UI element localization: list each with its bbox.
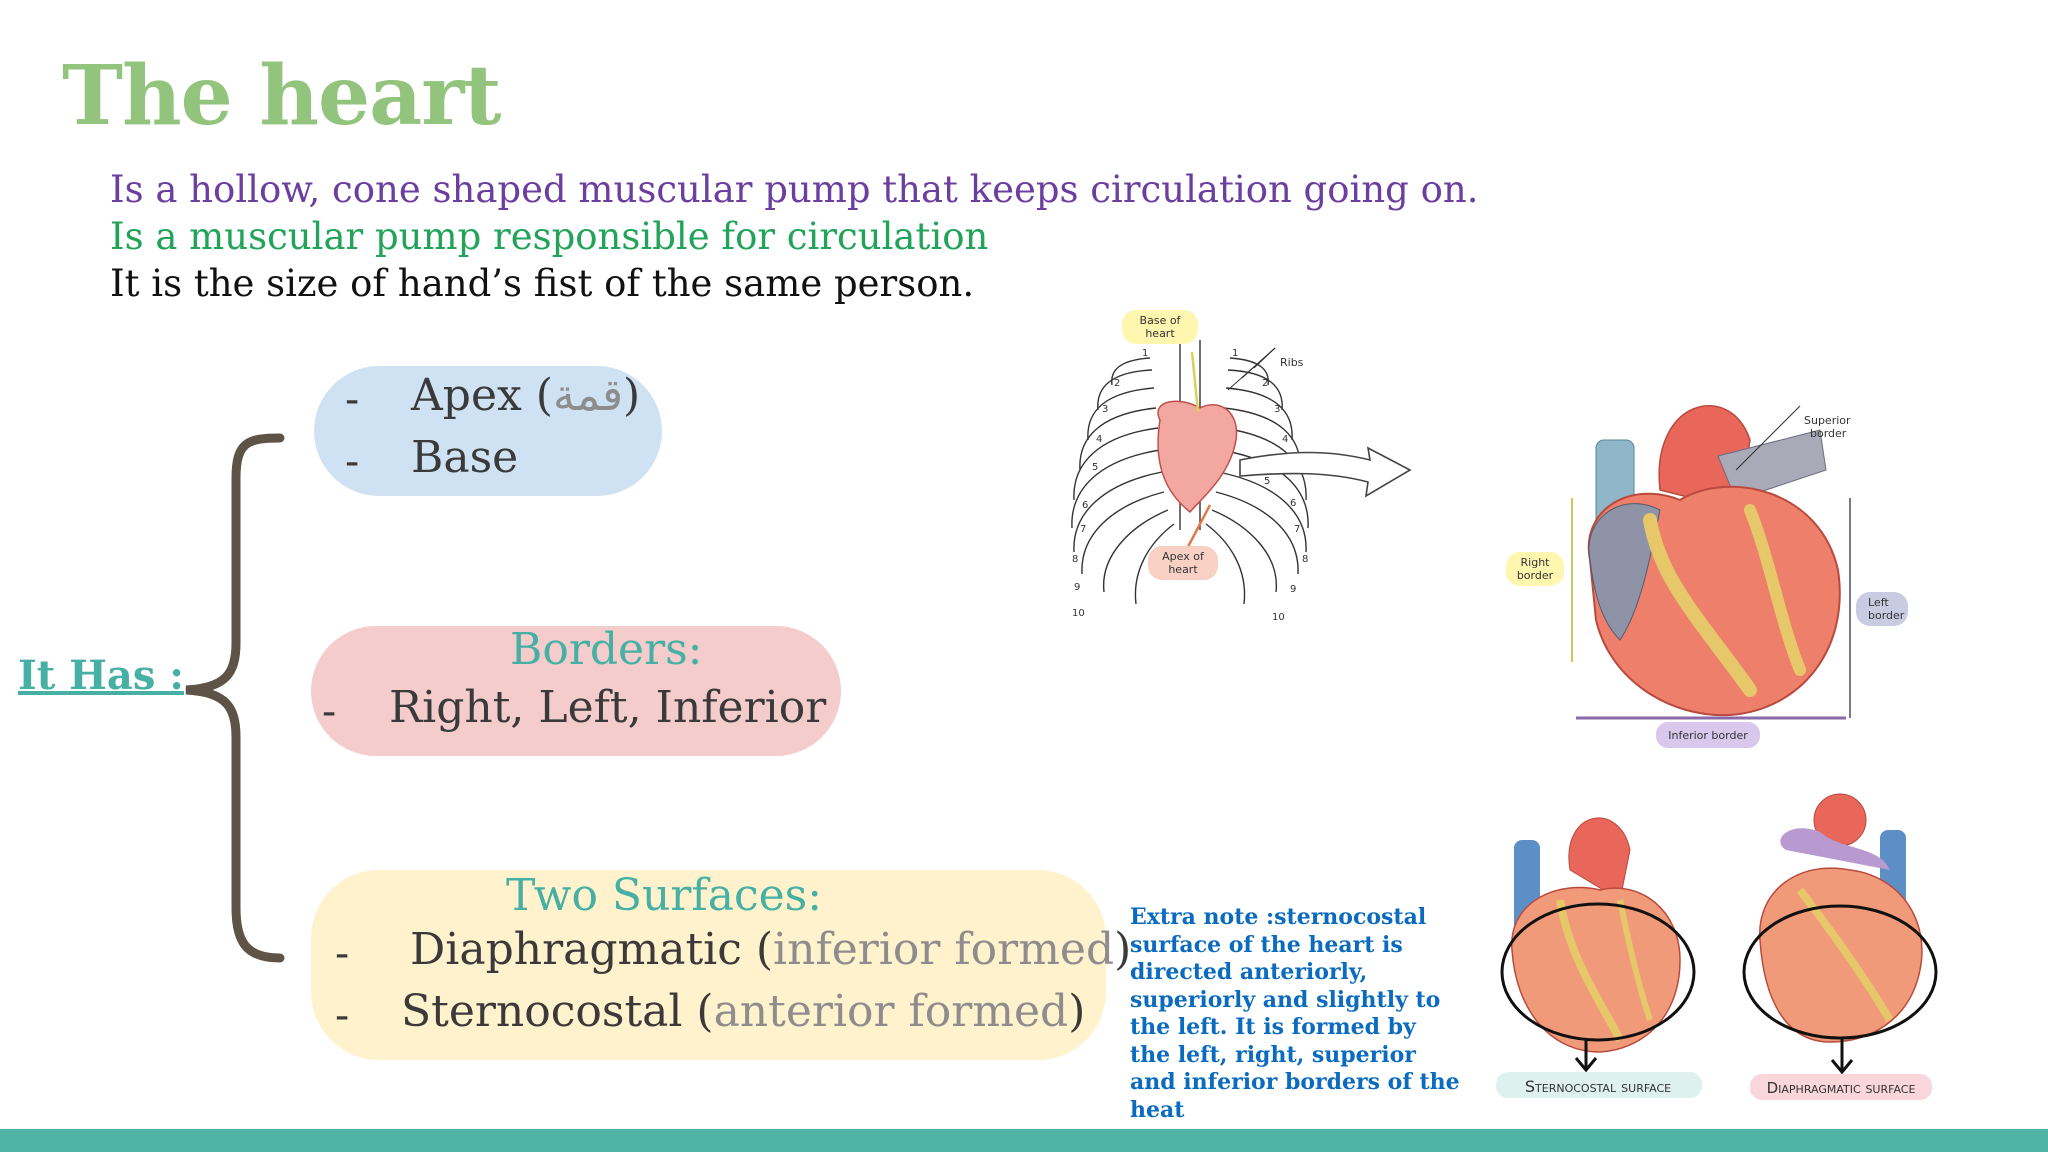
- diaphragmatic-note: inferior formed: [773, 924, 1115, 975]
- borders-dash: -: [322, 686, 337, 735]
- page-title: The heart: [62, 48, 501, 144]
- intro-line-size: It is the size of hand’s fist of the sam…: [110, 262, 975, 305]
- borders-heading: Borders:: [510, 624, 703, 675]
- apex-text: Apex (: [411, 370, 553, 421]
- intro-line-definition: Is a hollow, cone shaped muscular pump t…: [110, 168, 1479, 211]
- apex-item: Apex (قمة): [411, 370, 640, 421]
- rib-number: 8: [1302, 554, 1308, 565]
- left-border-label-2: border: [1868, 609, 1905, 622]
- rib-number: 4: [1282, 434, 1288, 445]
- inferior-border-label: Inferior border: [1668, 729, 1748, 742]
- sternocostal-dash: -: [335, 990, 350, 1039]
- sternocostal-item: Sternocostal (anterior formed): [401, 986, 1085, 1037]
- apex-base-pill: [314, 366, 662, 496]
- rib-number: 4: [1096, 434, 1102, 445]
- rib-number: 9: [1074, 582, 1080, 593]
- right-border-label-1: Right: [1521, 556, 1551, 569]
- apex-arabic-text: قمة: [552, 370, 624, 421]
- intro-line-function: Is a muscular pump responsible for circu…: [110, 215, 989, 258]
- rib-number: 3: [1274, 404, 1280, 415]
- sternocostal-surface-figure: Sternocostal surface: [1496, 817, 1702, 1098]
- bottom-accent-bar: [0, 1129, 2048, 1152]
- sternocostal-surface-label: Sternocostal surface: [1525, 1077, 1671, 1096]
- diaphragmatic-dash: -: [335, 928, 350, 977]
- diaphragmatic-item: Diaphragmatic (inferior formed): [410, 924, 1131, 975]
- right-border-label-2: border: [1517, 569, 1554, 582]
- rib-number: 10: [1072, 608, 1085, 619]
- sternocostal-text: Sternocostal (: [401, 986, 714, 1037]
- rib-number: 7: [1294, 524, 1300, 535]
- base-dash: -: [345, 436, 360, 485]
- rib-number: 7: [1080, 524, 1086, 535]
- apex-dash: -: [345, 374, 360, 423]
- rib-number: 5: [1264, 476, 1270, 487]
- surfaces-heading: Two Surfaces:: [506, 870, 823, 921]
- rib-number: 9: [1290, 584, 1296, 595]
- base-of-heart-label-2: heart: [1145, 327, 1175, 340]
- sternocostal-note: anterior formed: [713, 986, 1069, 1037]
- ribcage-heart-figure: Base of heart Ribs Apex of heart 1 1 2 2…: [1071, 310, 1412, 623]
- surfaces-pill: [311, 870, 1106, 1060]
- curly-brace-icon: [185, 433, 285, 963]
- it-has-label: It Has :: [18, 652, 185, 699]
- apex-of-heart-label-2: heart: [1168, 563, 1198, 576]
- rib-number: 1: [1142, 348, 1148, 359]
- base-item: Base: [411, 432, 519, 483]
- rib-number: 5: [1092, 462, 1098, 473]
- rib-number: 10: [1272, 612, 1285, 623]
- heart-borders-figure: Superior border Right border Left border…: [1506, 404, 1908, 748]
- apex-close-paren: ): [623, 370, 641, 421]
- rib-number: 2: [1114, 378, 1120, 389]
- left-border-label-1: Left: [1868, 596, 1889, 609]
- base-of-heart-label-1: Base of: [1140, 314, 1182, 327]
- extra-note: Extra note :sternocostal surface of the …: [1130, 904, 1460, 1123]
- rib-number: 6: [1290, 498, 1296, 509]
- rib-number: 6: [1082, 500, 1088, 511]
- superior-border-label-1: Superior: [1804, 414, 1851, 427]
- diaphragmatic-surface-figure: Diaphragmatic surface: [1742, 793, 1938, 1100]
- sternocostal-close: ): [1068, 986, 1086, 1037]
- rib-number: 2: [1262, 378, 1268, 389]
- borders-pill: [311, 626, 841, 756]
- rib-number: 3: [1102, 404, 1108, 415]
- diaphragmatic-text: Diaphragmatic (: [410, 924, 774, 975]
- rib-number: 1: [1232, 348, 1238, 359]
- diaphragmatic-surface-label: Diaphragmatic surface: [1767, 1079, 1916, 1097]
- superior-border-label-2: border: [1810, 427, 1847, 440]
- diaphragmatic-close: ): [1114, 924, 1132, 975]
- apex-of-heart-label-1: Apex of: [1162, 550, 1205, 563]
- borders-items: Right, Left, Inferior: [389, 682, 827, 733]
- ribs-label: Ribs: [1280, 356, 1304, 369]
- rib-number: 8: [1072, 554, 1078, 565]
